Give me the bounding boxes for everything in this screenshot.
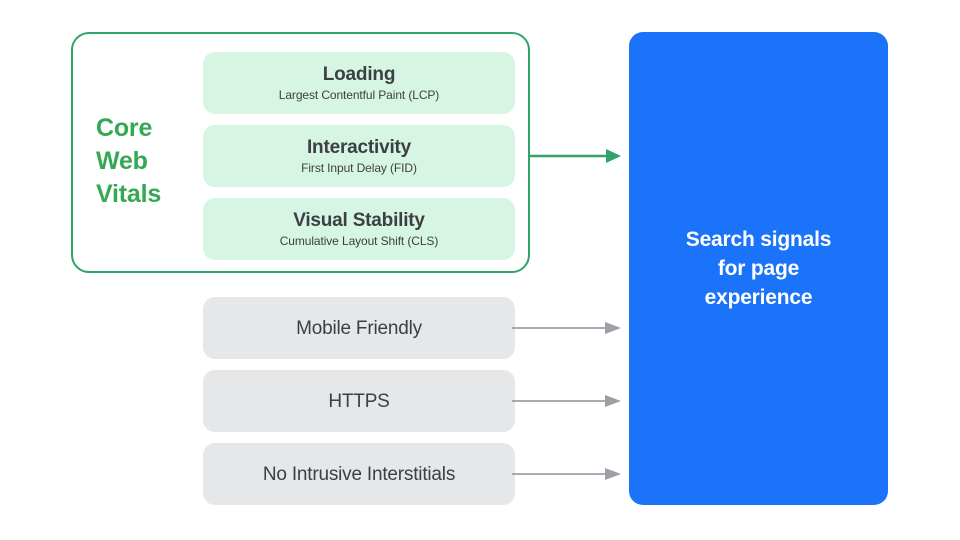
signal-card-no-intrusive-interstitials[interactable]: No Intrusive Interstitials: [203, 443, 515, 505]
signal-label-https: HTTPS: [328, 390, 390, 412]
metric-subtitle-loading: Largest Contentful Paint (LCP): [278, 87, 440, 102]
metric-card-interactivity[interactable]: Interactivity First Input Delay (FID): [203, 125, 515, 187]
metric-card-loading[interactable]: Loading Largest Contentful Paint (LCP): [203, 52, 515, 114]
signal-card-https[interactable]: HTTPS: [203, 370, 515, 432]
metric-title-loading: Loading: [322, 63, 396, 85]
arrow-https-to-outcome: [512, 391, 622, 411]
signal-card-mobile-friendly[interactable]: Mobile Friendly: [203, 297, 515, 359]
arrow-mobile-friendly-to-outcome: [512, 318, 622, 338]
signal-label-no-intrusive-interstitials: No Intrusive Interstitials: [262, 463, 456, 485]
metric-card-visual-stability[interactable]: Visual Stability Cumulative Layout Shift…: [203, 198, 515, 260]
metric-subtitle-interactivity: First Input Delay (FID): [301, 160, 417, 175]
outcome-panel-label: Search signals for page experience: [685, 228, 832, 309]
core-web-vitals-group-label: Core Web Vitals: [96, 114, 162, 208]
arrow-no-intrusive-interstitials-to-outcome: [512, 464, 622, 484]
outcome-panel-search-signals: Search signals for page experience: [629, 32, 888, 505]
metric-title-interactivity: Interactivity: [306, 136, 412, 158]
metric-subtitle-visual-stability: Cumulative Layout Shift (CLS): [279, 233, 439, 248]
signal-label-mobile-friendly: Mobile Friendly: [296, 317, 422, 339]
metric-title-visual-stability: Visual Stability: [293, 209, 425, 231]
arrow-core-web-vitals-to-outcome: [528, 146, 622, 166]
core-web-vitals-group: [71, 32, 530, 273]
